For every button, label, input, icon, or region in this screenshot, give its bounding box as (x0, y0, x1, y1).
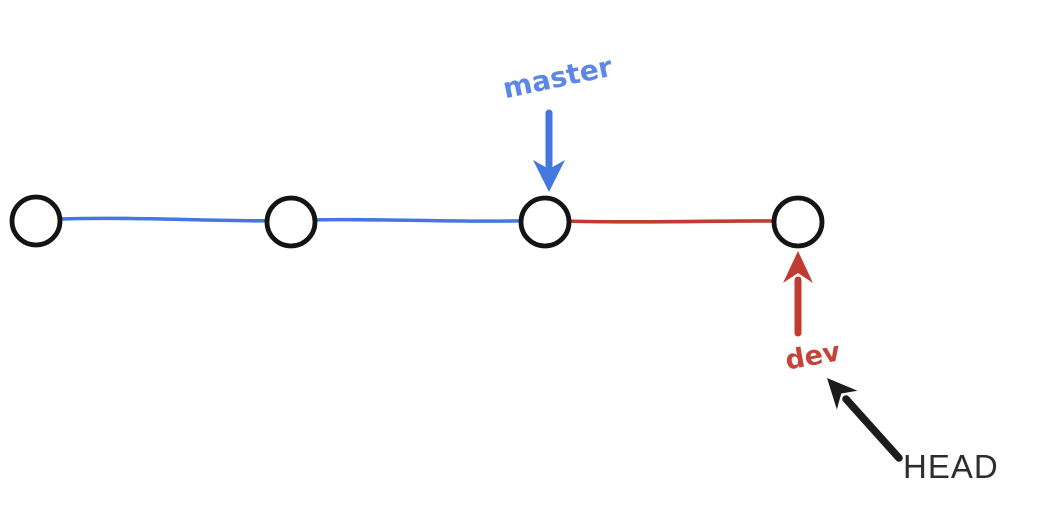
master-branch-label: master (500, 50, 616, 105)
head-pointer: HEAD (827, 378, 999, 485)
commit-node-3 (518, 195, 572, 249)
dev-pointer: dev (783, 251, 843, 377)
commit-node-1 (9, 194, 63, 248)
master-pointer: master (500, 50, 616, 192)
head-arrow-head-icon (827, 378, 858, 410)
edge-commit2-commit3 (291, 217, 548, 223)
commit-node-2 (264, 195, 318, 249)
dev-arrow-head-icon (783, 251, 813, 283)
dev-branch-label: dev (783, 336, 843, 376)
edge-commit3-commit4 (544, 218, 777, 224)
edge-commit1-commit2 (58, 216, 295, 223)
head-arrow-shaft-icon (842, 395, 903, 462)
commit-node-4 (771, 195, 825, 249)
master-arrow-head-icon (533, 160, 565, 192)
head-label: HEAD (903, 448, 999, 485)
